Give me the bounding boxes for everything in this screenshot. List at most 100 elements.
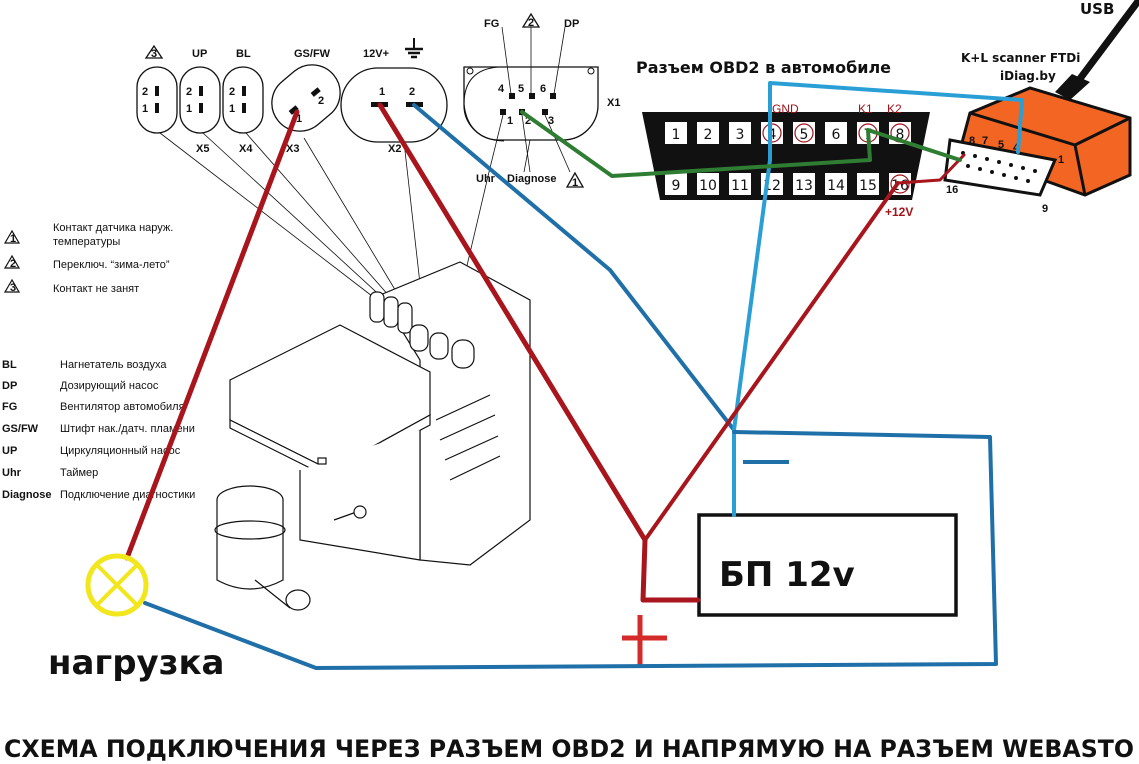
x1-marker-1: 1 bbox=[572, 177, 578, 189]
pin-label: 6 bbox=[540, 83, 546, 95]
power-supply: БП 12v bbox=[622, 460, 958, 665]
warning-triangle-icon bbox=[3, 254, 21, 269]
obd-pin-highlight bbox=[794, 123, 814, 143]
obd-pin-label: 2 bbox=[704, 127, 713, 143]
note-marker: 1 bbox=[10, 233, 16, 245]
obd-pin-highlight bbox=[890, 174, 910, 194]
obd-pin-label: 5 bbox=[800, 127, 809, 143]
pin bbox=[509, 93, 515, 99]
pin bbox=[199, 103, 203, 113]
pin-label: 3 bbox=[548, 115, 554, 127]
pin-label: 2 bbox=[525, 115, 531, 127]
x4-name: X4 bbox=[239, 143, 253, 155]
x2-housing bbox=[340, 67, 448, 143]
legend-code: DP bbox=[2, 380, 17, 392]
psu-box bbox=[697, 513, 958, 617]
pin bbox=[310, 87, 321, 97]
pin-label: 1 bbox=[142, 103, 148, 115]
k2-label: K2 bbox=[887, 102, 902, 116]
pin bbox=[529, 93, 535, 99]
warning-triangle-icon bbox=[144, 44, 164, 59]
note-text: температуры bbox=[53, 236, 120, 248]
dp-label: DP bbox=[564, 18, 579, 30]
legend-code: Diagnose bbox=[2, 489, 52, 501]
legend-desc: Дозирующий насос bbox=[60, 380, 159, 392]
connector-x5: 3 2 1 X5 bbox=[136, 44, 209, 155]
scanner-pin-label: 9 bbox=[1042, 203, 1048, 215]
pin-label: 4 bbox=[498, 83, 505, 95]
gnd-label: GND bbox=[772, 102, 799, 116]
pin bbox=[242, 103, 246, 113]
legend-desc: Штифт нак./датч. пламени bbox=[60, 423, 195, 435]
scanner-name: K+L scanner FTDi bbox=[961, 51, 1080, 65]
x5-housing bbox=[136, 66, 178, 134]
pin bbox=[199, 86, 203, 96]
legend-desc: Циркуляционный насос bbox=[60, 445, 181, 457]
x1-name: X1 bbox=[607, 97, 620, 109]
obd-pin-label: 9 bbox=[672, 178, 681, 194]
pin-label: 1 bbox=[507, 115, 513, 127]
usb-label: USB bbox=[1080, 0, 1114, 18]
x4-housing bbox=[222, 66, 264, 134]
wire-red-psu-plus bbox=[640, 537, 701, 603]
usb-cable bbox=[1067, 0, 1139, 95]
pin-label: 2 bbox=[409, 86, 415, 98]
pin-label: 1 bbox=[379, 86, 385, 98]
legend: BL Нагнетатель воздуха DP Дозирующий нас… bbox=[2, 359, 195, 501]
legend-desc: Подключение диагностики bbox=[60, 489, 195, 501]
note-2: 2 Переключ. “зима-лето” bbox=[3, 254, 170, 271]
obd-pin-label: 11 bbox=[731, 178, 749, 194]
legend-code: GS/FW bbox=[2, 423, 39, 435]
note-marker: 3 bbox=[10, 282, 16, 294]
x3-housing bbox=[271, 64, 341, 132]
ground-icon bbox=[405, 38, 423, 59]
pin bbox=[155, 86, 159, 96]
note-marker: 2 bbox=[10, 258, 16, 270]
note-3: 3 Контакт не занят bbox=[3, 278, 139, 295]
x1-marker-2: 2 bbox=[528, 17, 534, 29]
connector-x3: GS/FW 2 1 X3 bbox=[271, 48, 341, 155]
legend-code: UP bbox=[2, 445, 17, 457]
legend-code: FG bbox=[2, 401, 17, 413]
pin-label: 2 bbox=[318, 95, 324, 107]
pin bbox=[242, 86, 246, 96]
x3-name: X3 bbox=[286, 143, 299, 155]
scanner-pin-label: 5 bbox=[998, 139, 1004, 151]
obd-pin-label: 8 bbox=[896, 127, 905, 143]
up-housing bbox=[179, 66, 221, 134]
plus-sign bbox=[622, 615, 667, 665]
legend-desc: Вентилятор автомобиля bbox=[60, 401, 185, 413]
pin-label: 2 bbox=[229, 86, 235, 98]
wire-red-12v bbox=[377, 102, 648, 543]
up-label: UP bbox=[192, 48, 207, 60]
wire-green-kline bbox=[520, 110, 962, 178]
pin-label: 2 bbox=[186, 86, 192, 98]
diagnose-label: Diagnose bbox=[507, 173, 557, 185]
note-1: 1 Контакт датчика наруж. температуры bbox=[3, 222, 173, 248]
obd-pin bbox=[665, 173, 687, 195]
x2-name: X2 bbox=[388, 143, 401, 155]
legend-desc: Нагнетатель воздуха bbox=[60, 359, 167, 371]
obd-pin bbox=[729, 122, 751, 144]
pin-label: 5 bbox=[518, 83, 524, 95]
note-text: Переключ. “зима-лето” bbox=[53, 259, 170, 271]
scanner-pin-label: 8 bbox=[969, 135, 975, 147]
obd-pin-label: 1 bbox=[672, 127, 681, 143]
plus12v-label: +12V bbox=[885, 205, 913, 219]
warning-triangle-icon bbox=[565, 171, 585, 188]
wire-blue-ground bbox=[412, 103, 736, 432]
x5-marker: 3 bbox=[151, 48, 157, 60]
load-lamp: нагрузка bbox=[48, 553, 224, 683]
scanner-pin-label: 1 bbox=[1058, 154, 1064, 166]
scanner-pin-label: 7 bbox=[982, 135, 988, 147]
pin bbox=[288, 105, 299, 115]
plus12-label: 12V+ bbox=[363, 48, 389, 60]
obd-pin-label: 13 bbox=[795, 178, 813, 194]
legend-code: Uhr bbox=[2, 467, 22, 479]
fg-label: FG bbox=[484, 18, 499, 30]
wires bbox=[124, 81, 1024, 670]
warning-triangle-icon bbox=[3, 229, 21, 244]
legend-desc: Таймер bbox=[60, 467, 98, 479]
